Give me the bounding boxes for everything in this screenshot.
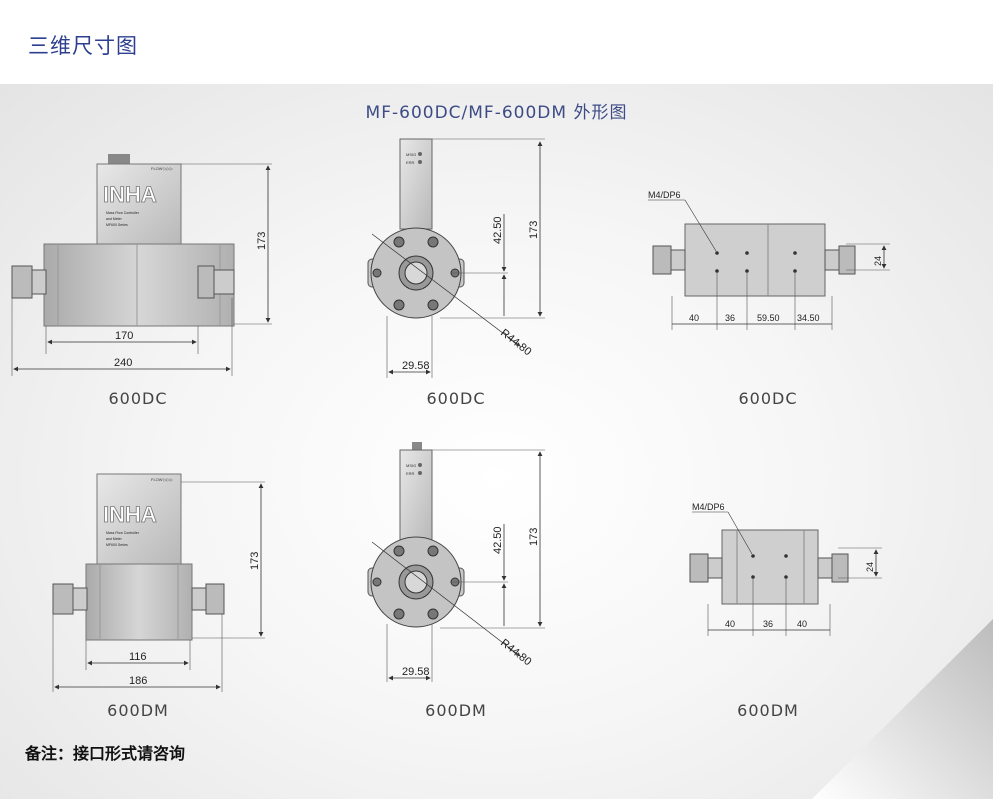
svg-text:Mass Flow Controller: Mass Flow Controller	[106, 211, 140, 215]
drawing-panel: MF-600DC/MF-600DM 外形图 INHA FLOW ▷▷▷ Mass…	[0, 84, 993, 799]
svg-text:24: 24	[865, 562, 875, 572]
svg-text:116: 116	[129, 651, 147, 663]
svg-text:ERR: ERR	[406, 471, 415, 476]
svg-text:36: 36	[763, 619, 773, 629]
corner-decoration	[812, 619, 993, 799]
svg-text:INHA: INHA	[103, 502, 157, 527]
dm-bottom-view: M4/DP6 24 40 36 40	[689, 502, 882, 636]
caption-dm-front: 600DM	[425, 701, 487, 720]
section-title: 三维尺寸图	[28, 34, 138, 58]
svg-text:173: 173	[528, 221, 540, 239]
svg-text:240: 240	[114, 357, 132, 369]
technical-drawing: INHA FLOW ▷▷▷ Mass Flow Controller and M…	[11, 138, 890, 692]
svg-text:MF600 Series: MF600 Series	[106, 543, 128, 547]
panel-title: MF-600DC/MF-600DM 外形图	[365, 103, 628, 123]
svg-text:42.50: 42.50	[492, 216, 504, 244]
svg-text:R44.80: R44.80	[498, 637, 533, 668]
svg-text:M4/DP6: M4/DP6	[648, 190, 681, 200]
svg-text:24: 24	[873, 256, 883, 266]
svg-text:170: 170	[115, 330, 133, 342]
caption-dc-bottom: 600DC	[738, 389, 798, 408]
dc-front-view: MSIG ERR 173 42.50 R44.80	[367, 138, 545, 378]
caption-dc-side: 600DC	[108, 389, 168, 408]
svg-text:ERR: ERR	[406, 160, 415, 165]
svg-text:Mass Flow Controller: Mass Flow Controller	[106, 531, 140, 535]
svg-text:42.50: 42.50	[492, 526, 504, 554]
dc-bottom-view: M4/DP6 24 40 36 59.50 34.50	[648, 190, 890, 330]
svg-text:36: 36	[725, 313, 735, 323]
svg-text:173: 173	[249, 552, 261, 570]
svg-text:and Meter: and Meter	[106, 537, 123, 541]
svg-text:29.58: 29.58	[402, 666, 430, 678]
svg-text:34.50: 34.50	[797, 313, 820, 323]
dc-side-view: INHA FLOW ▷▷▷ Mass Flow Controller and M…	[11, 154, 272, 376]
dm-side-view: INHA FLOW ▷▷▷ Mass Flow Controller and M…	[52, 473, 265, 692]
svg-text:FLOW ▷▷▷: FLOW ▷▷▷	[151, 166, 174, 171]
dm-front-view: MSIG ERR 173 42.50 R44.80	[367, 442, 545, 682]
svg-text:M4/DP6: M4/DP6	[692, 502, 725, 512]
connector	[108, 154, 130, 164]
svg-text:40: 40	[797, 619, 807, 629]
svg-text:29.58: 29.58	[402, 360, 430, 372]
svg-text:40: 40	[689, 313, 699, 323]
svg-text:MF600 Series: MF600 Series	[106, 223, 128, 227]
caption-dc-front: 600DC	[426, 389, 486, 408]
svg-text:173: 173	[256, 232, 268, 250]
svg-text:59.50: 59.50	[757, 313, 780, 323]
brand-logo: INHA	[103, 182, 157, 207]
svg-text:FLOW ▷▷▷: FLOW ▷▷▷	[151, 477, 174, 482]
svg-text:MSIG: MSIG	[406, 463, 416, 468]
svg-text:MSIG: MSIG	[406, 152, 416, 157]
caption-dm-side: 600DM	[107, 701, 169, 720]
note-text: 备注：接口形式请咨询	[25, 744, 186, 763]
svg-text:173: 173	[528, 528, 540, 546]
svg-text:40: 40	[725, 619, 735, 629]
svg-text:186: 186	[129, 675, 147, 687]
svg-text:and Meter: and Meter	[106, 217, 123, 221]
svg-text:R44.80: R44.80	[498, 327, 533, 358]
caption-dm-bottom: 600DM	[737, 701, 799, 720]
